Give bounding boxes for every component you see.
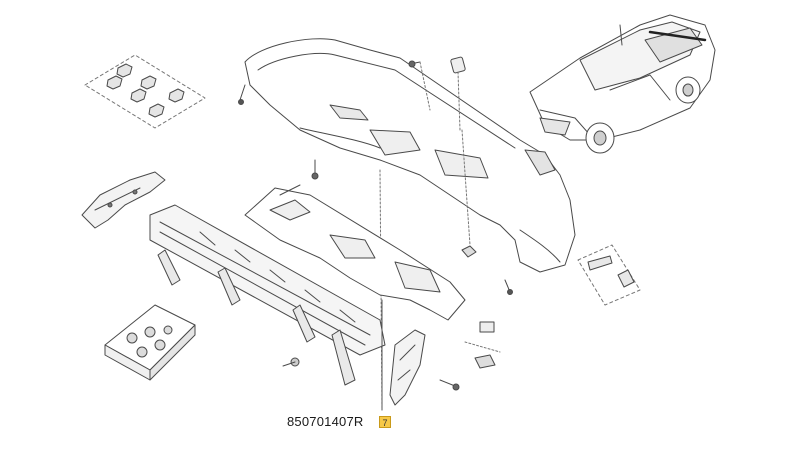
fastener-box xyxy=(104,304,196,381)
right-side-bracket xyxy=(389,329,460,406)
vehicle-reference-image xyxy=(529,14,716,154)
retaining-clip xyxy=(464,321,501,369)
bumper-beam xyxy=(149,204,386,386)
part-number-label[interactable]: 850701407R xyxy=(287,414,364,429)
rear-bumper-cover xyxy=(238,38,576,273)
left-side-bracket xyxy=(81,171,166,229)
reflector-lamp-kit xyxy=(577,244,641,306)
lower-diffuser-panel xyxy=(244,184,466,321)
clip-kit-group xyxy=(84,54,206,129)
reference-badge[interactable]: 7 xyxy=(379,416,391,428)
bumper-fasteners xyxy=(311,56,513,295)
